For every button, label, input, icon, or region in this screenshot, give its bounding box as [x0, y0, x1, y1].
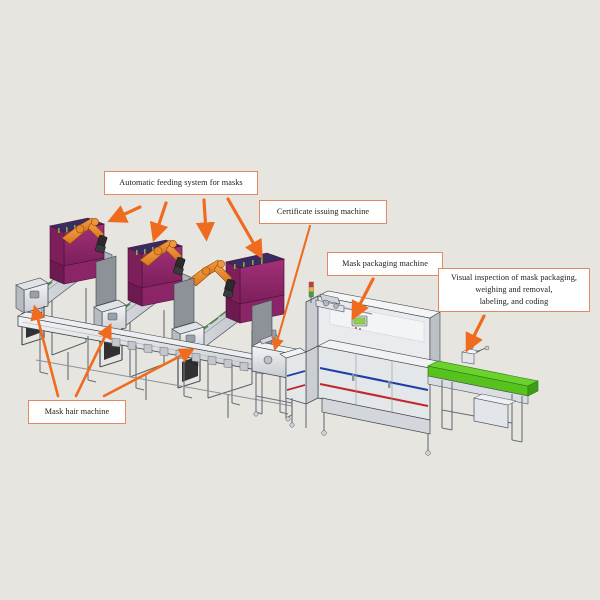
- arrow-inspection: [465, 314, 486, 353]
- arrow-hair-2: [74, 322, 112, 398]
- arrow-feeding-1: [107, 205, 142, 223]
- support-frame-3: [207, 330, 253, 418]
- cabinet-stripes: [319, 366, 429, 408]
- arrow-hair-1: [30, 304, 60, 398]
- arrow-hair-3: [102, 348, 195, 398]
- packaging-machine: [279, 281, 443, 456]
- callout-visual-inspection: Visual inspection of mask packaging, wei…: [438, 268, 590, 312]
- inspection-conveyor: [427, 341, 539, 443]
- arrow-feeding-4: [226, 197, 263, 260]
- callout-automatic-feeding-system: Automatic feeding system for masks: [104, 171, 258, 195]
- arrow-packaging: [351, 277, 375, 321]
- packaging-machine-legs: [291, 398, 429, 452]
- signal-tower: [308, 281, 314, 303]
- callout-mask-hair-machine: Mask hair machine: [28, 400, 126, 424]
- callout-mask-packaging-machine: Mask packaging machine: [327, 252, 443, 276]
- labeling-head: [461, 341, 490, 365]
- arrow-feeding-2: [149, 201, 169, 243]
- arrow-certificate: [271, 224, 312, 352]
- feeder-robot-2: [139, 239, 186, 276]
- support-frame-2: [129, 310, 165, 400]
- feeder-robot-1: [61, 217, 108, 254]
- transfer-columns: [95, 255, 273, 351]
- callout-arrows: [30, 197, 486, 398]
- arrow-feeding-3: [195, 198, 215, 242]
- subcabinet-stripes: [286, 370, 306, 391]
- callout-certificate-issuing-machine: Certificate issuing machine: [259, 200, 387, 224]
